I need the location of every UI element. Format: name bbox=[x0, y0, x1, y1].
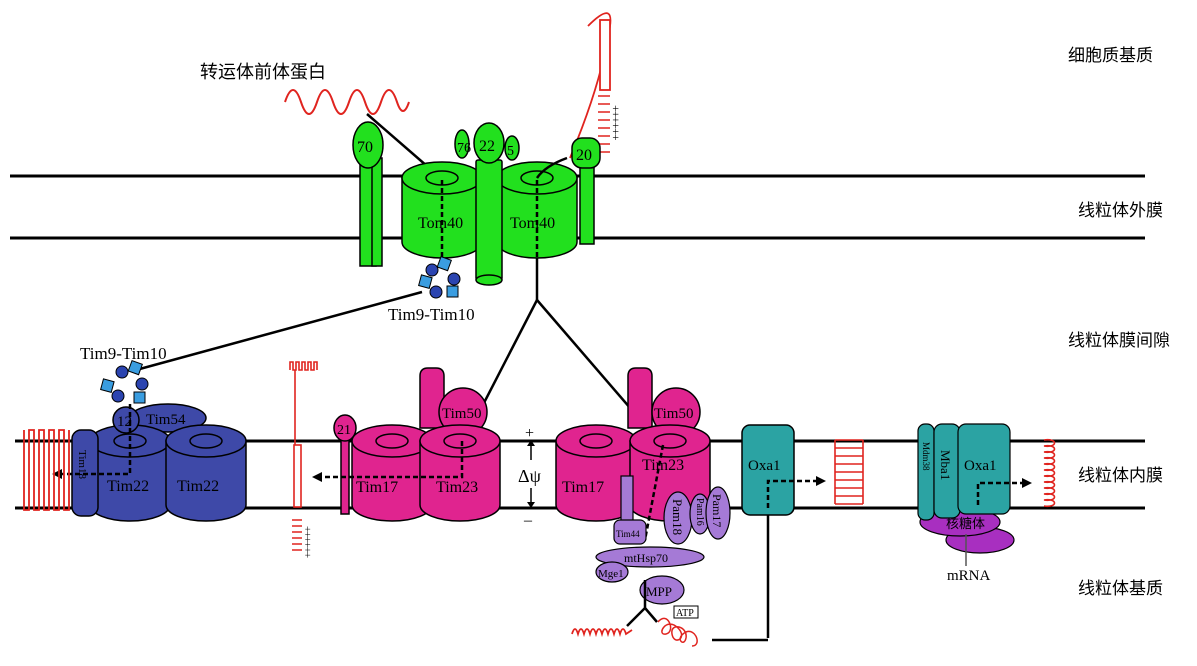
tim54-label: Tim54 bbox=[146, 412, 186, 428]
oxa1-complex-b: 核糖体 Mdm38 Mba1 Oxa1 mRNA bbox=[918, 424, 1055, 584]
label-inner-membrane: 线粒体内膜 bbox=[1078, 466, 1163, 486]
label-cytosol: 细胞质基质 bbox=[1068, 46, 1153, 66]
tom20-label: 20 bbox=[576, 147, 592, 164]
tim17-a-label: Tim17 bbox=[356, 479, 398, 496]
tim9-tim10-left-label: Tim9-Tim10 bbox=[80, 344, 167, 363]
label-intermembrane-space: 线粒体膜间隙 bbox=[1068, 331, 1170, 351]
label-outer-membrane: 线粒体外膜 bbox=[1078, 201, 1163, 221]
charges-a: ++++++ bbox=[301, 526, 313, 558]
tom7-label: 7 bbox=[457, 141, 464, 156]
tom20-stalk bbox=[580, 158, 594, 244]
ims-paths bbox=[136, 258, 662, 445]
tom-complex: 70 22 7 6 5 20 Tom40 Tom40 bbox=[353, 122, 600, 285]
tim21-label: 21 bbox=[337, 423, 351, 438]
tim9-tim10-upper: Tim9-Tim10 bbox=[388, 257, 475, 324]
tim9-tim10-upper-label: Tim9-Tim10 bbox=[388, 305, 475, 324]
precursor-label: 转运体前体蛋白 bbox=[200, 62, 326, 83]
presequence-substrate-top: ++++++ bbox=[570, 13, 623, 158]
tim9-tim10-left bbox=[101, 361, 148, 403]
pam17-label: Pam17 bbox=[710, 494, 724, 527]
oxa1-b-label: Oxa1 bbox=[964, 458, 997, 474]
mrna-label: mRNA bbox=[947, 568, 991, 584]
tom40-left-label: Tom40 bbox=[418, 215, 463, 232]
tom22-label: 22 bbox=[479, 138, 495, 155]
tim17-b-label: Tim17 bbox=[562, 479, 604, 496]
tim23-complex-b: Tim50 Tim17 Tim23 Tim44 Pam18 Pam16 Pam1… bbox=[556, 368, 730, 646]
mdm38 bbox=[918, 424, 934, 520]
mdm38-label: Mdm38 bbox=[921, 442, 931, 471]
tom6-label: 6 bbox=[464, 141, 471, 156]
pam16-label: Pam16 bbox=[694, 498, 705, 526]
tim23-a-label: Tim23 bbox=[436, 479, 478, 496]
tim50-a-label: Tim50 bbox=[442, 406, 481, 422]
tim22-complex: Tim9-Tim10 Tim54 12 Tim18 Tim22 Tim22 bbox=[52, 344, 246, 521]
minus-sign: – bbox=[523, 512, 533, 529]
mthsp70-label: mtHsp70 bbox=[624, 551, 668, 565]
tim23-complex-a: ++++++ 21 Tim50 Tim17 Tim23 bbox=[290, 362, 500, 558]
delta-psi: Δψ bbox=[518, 466, 542, 486]
precursor-sine-wave bbox=[285, 90, 409, 114]
label-matrix: 线粒体基质 bbox=[1078, 579, 1163, 599]
tim50-b-label: Tim50 bbox=[654, 406, 693, 422]
region-labels: 细胞质基质 线粒体外膜 线粒体膜间隙 线粒体内膜 线粒体基质 bbox=[1068, 46, 1170, 599]
tom40-right-label: Tom40 bbox=[510, 215, 555, 232]
tom5-label: 5 bbox=[507, 144, 514, 159]
plus-sign: + bbox=[525, 425, 534, 442]
tim22-right-label: Tim22 bbox=[177, 478, 219, 495]
tim23-b-label: Tim23 bbox=[642, 457, 684, 474]
oxa1-a-label: Oxa1 bbox=[748, 458, 781, 474]
tim44-label: Tim44 bbox=[616, 529, 640, 539]
pam18-label: Pam18 bbox=[670, 499, 685, 535]
tim22-left-label: Tim22 bbox=[107, 478, 149, 495]
mpp-label: MPP bbox=[646, 584, 672, 599]
mba1-label: Mba1 bbox=[938, 450, 953, 480]
tom70-label: 70 bbox=[357, 139, 373, 156]
mge1-label: Mge1 bbox=[598, 568, 624, 580]
atp-label: ATP bbox=[676, 608, 694, 619]
charges-top: ++++++ bbox=[609, 105, 623, 141]
oxa1-complex-a: Oxa1 bbox=[712, 425, 863, 640]
